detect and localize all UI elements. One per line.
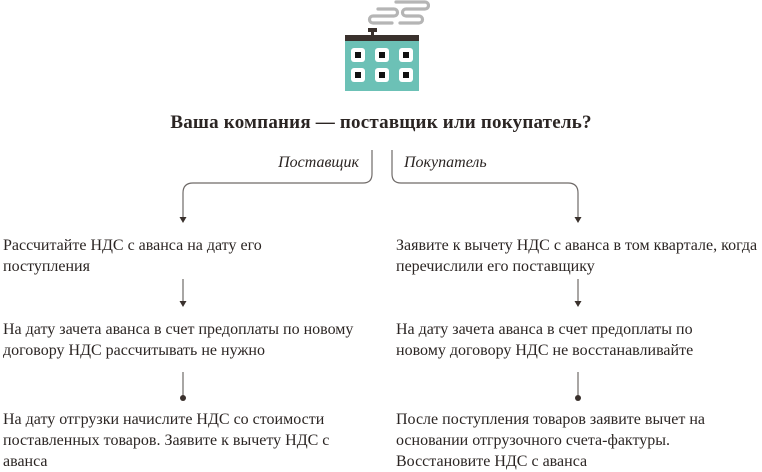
connector-buyer-branch — [391, 150, 579, 218]
windows — [351, 48, 413, 82]
arrow-head-icon — [179, 301, 187, 307]
arrow-head-icon — [574, 217, 582, 223]
buyer-step-3: После поступления товаров заявите вычет … — [396, 411, 705, 470]
supplier-step-2: На дату зачета аванса в счет предоплаты … — [3, 321, 354, 359]
arrow-head-icon — [179, 217, 187, 223]
arrow-head-icon — [574, 301, 582, 307]
branch-label-buyer: Покупатель — [404, 154, 487, 171]
smoke-icon — [367, 0, 430, 25]
buyer-step-1: Заявите к вычету НДС с аванса в том квар… — [396, 237, 758, 275]
connector-supplier-branch — [182, 150, 373, 218]
supplier-step-1: Рассчитайте НДС с аванса на дату его пос… — [3, 237, 262, 275]
factory-icon — [345, 0, 430, 91]
diagram-title: Ваша компания — поставщик или покупатель… — [170, 112, 592, 133]
branch-label-supplier: Поставщик — [278, 154, 359, 171]
supplier-step-3: На дату отгрузки начислите НДС со стоимо… — [3, 411, 330, 470]
buyer-step-2: На дату зачета аванса в счет предоплаты … — [396, 321, 694, 359]
dot-icon — [575, 395, 581, 401]
dot-icon — [180, 395, 186, 401]
